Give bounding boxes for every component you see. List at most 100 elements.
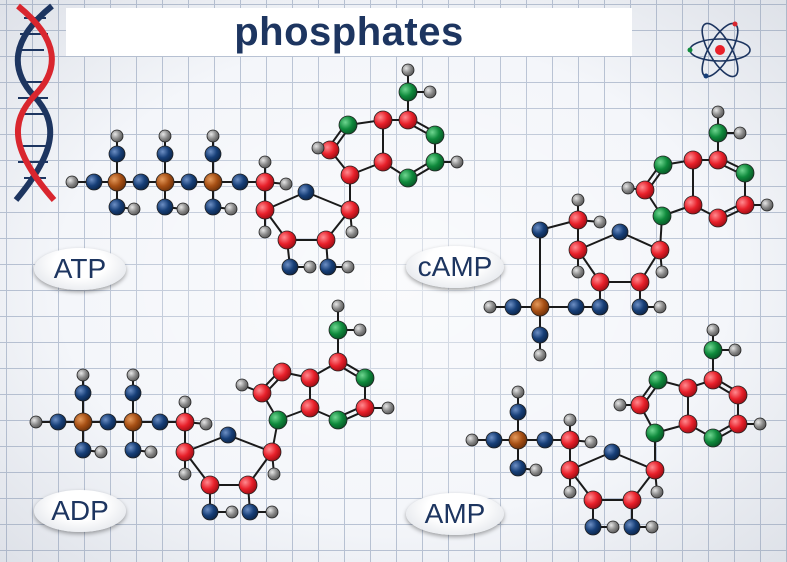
adp-atom <box>238 475 258 495</box>
amp-label: AMP <box>406 493 504 535</box>
atp-atom <box>338 115 358 135</box>
camp-atom <box>635 180 655 200</box>
atp-atom <box>204 198 222 216</box>
camp-atom <box>652 206 672 226</box>
atp-atom <box>450 155 464 169</box>
amp-atom <box>529 463 543 477</box>
atp-atom <box>108 145 126 163</box>
camp-atom <box>483 300 497 314</box>
amp-atom <box>509 403 527 421</box>
adp-atom <box>199 417 213 431</box>
amp-atom <box>584 518 602 536</box>
adp-atom <box>331 299 345 313</box>
adp-atom <box>29 415 43 429</box>
camp-label: cAMP <box>406 246 504 288</box>
atp-atom <box>398 110 418 130</box>
amp-atom <box>603 443 621 461</box>
adp-atom <box>76 368 90 382</box>
adp-atom <box>99 413 117 431</box>
atp-atom <box>132 173 150 191</box>
amp-atom <box>703 370 723 390</box>
adp-atom <box>235 378 249 392</box>
adp-atom <box>328 320 348 340</box>
amp-atom <box>728 414 748 434</box>
camp-atom <box>708 150 728 170</box>
camp-atom <box>611 223 629 241</box>
atp-atom <box>110 129 124 143</box>
atp-atom <box>319 258 337 276</box>
atp-atom <box>204 145 222 163</box>
amp-atom <box>678 378 698 398</box>
adp-atom <box>328 410 348 430</box>
camp-atom <box>650 240 670 260</box>
camp-atom <box>591 298 609 316</box>
adp-atom <box>272 362 292 382</box>
atp-atom <box>255 172 275 192</box>
atp-atom <box>297 183 315 201</box>
adp-atom <box>381 401 395 415</box>
atp-atom <box>203 172 223 192</box>
atp-atom <box>155 172 175 192</box>
atp-atom <box>341 260 355 274</box>
atp-atom <box>401 63 415 77</box>
amp-atom <box>753 417 767 431</box>
amp-atom <box>728 343 742 357</box>
amp-atom <box>509 459 527 477</box>
amp-atom <box>648 370 668 390</box>
atp-atom <box>425 152 445 172</box>
atp-atom <box>425 125 445 145</box>
atp-atom <box>180 173 198 191</box>
adp-label: ADP <box>34 490 126 532</box>
adp-atom <box>73 412 93 432</box>
camp-atom <box>655 265 669 279</box>
camp-atom <box>568 210 588 230</box>
camp-atom <box>735 163 755 183</box>
atp-atom <box>311 141 325 155</box>
atp-atom <box>258 155 272 169</box>
atp-atom <box>398 168 418 188</box>
atp-atom <box>258 225 272 239</box>
atp-atom <box>158 129 172 143</box>
adp-atom <box>200 475 220 495</box>
amp-atom <box>650 485 664 499</box>
amp-atom <box>703 340 723 360</box>
atp-label: ATP <box>34 248 126 290</box>
adp-atom <box>175 412 195 432</box>
adp-atom <box>124 441 142 459</box>
amp-atom <box>728 385 748 405</box>
camp-atom <box>531 326 549 344</box>
camp-atom <box>711 105 725 119</box>
camp-atom <box>653 155 673 175</box>
camp-atom <box>567 298 585 316</box>
camp-atom <box>531 221 549 239</box>
camp-atom <box>593 215 607 229</box>
adp-atom <box>151 413 169 431</box>
atom-icon <box>687 21 751 79</box>
atp-atom <box>85 173 103 191</box>
atp-atom <box>224 202 238 216</box>
atp-atom <box>316 230 336 250</box>
atp-atom <box>303 260 317 274</box>
adp-atom <box>262 442 282 462</box>
adp-atom <box>219 426 237 444</box>
amp-atom <box>613 398 627 412</box>
amp-atom <box>645 460 665 480</box>
adp-atom <box>124 384 142 402</box>
atp-atom <box>279 177 293 191</box>
adp-atom <box>241 503 259 521</box>
adp-atom <box>94 445 108 459</box>
amp-atom <box>583 490 603 510</box>
amp-atom <box>485 431 503 449</box>
atp-atom <box>340 165 360 185</box>
atp-atom <box>340 200 360 220</box>
page-title: phosphates <box>234 9 464 54</box>
amp-atom <box>703 428 723 448</box>
camp-atom <box>708 208 728 228</box>
atp-atom <box>65 175 79 189</box>
camp-atom <box>653 300 667 314</box>
amp-atom <box>560 430 580 450</box>
amp-atom <box>623 518 641 536</box>
amp-atom <box>584 435 598 449</box>
adp-atom <box>74 441 92 459</box>
